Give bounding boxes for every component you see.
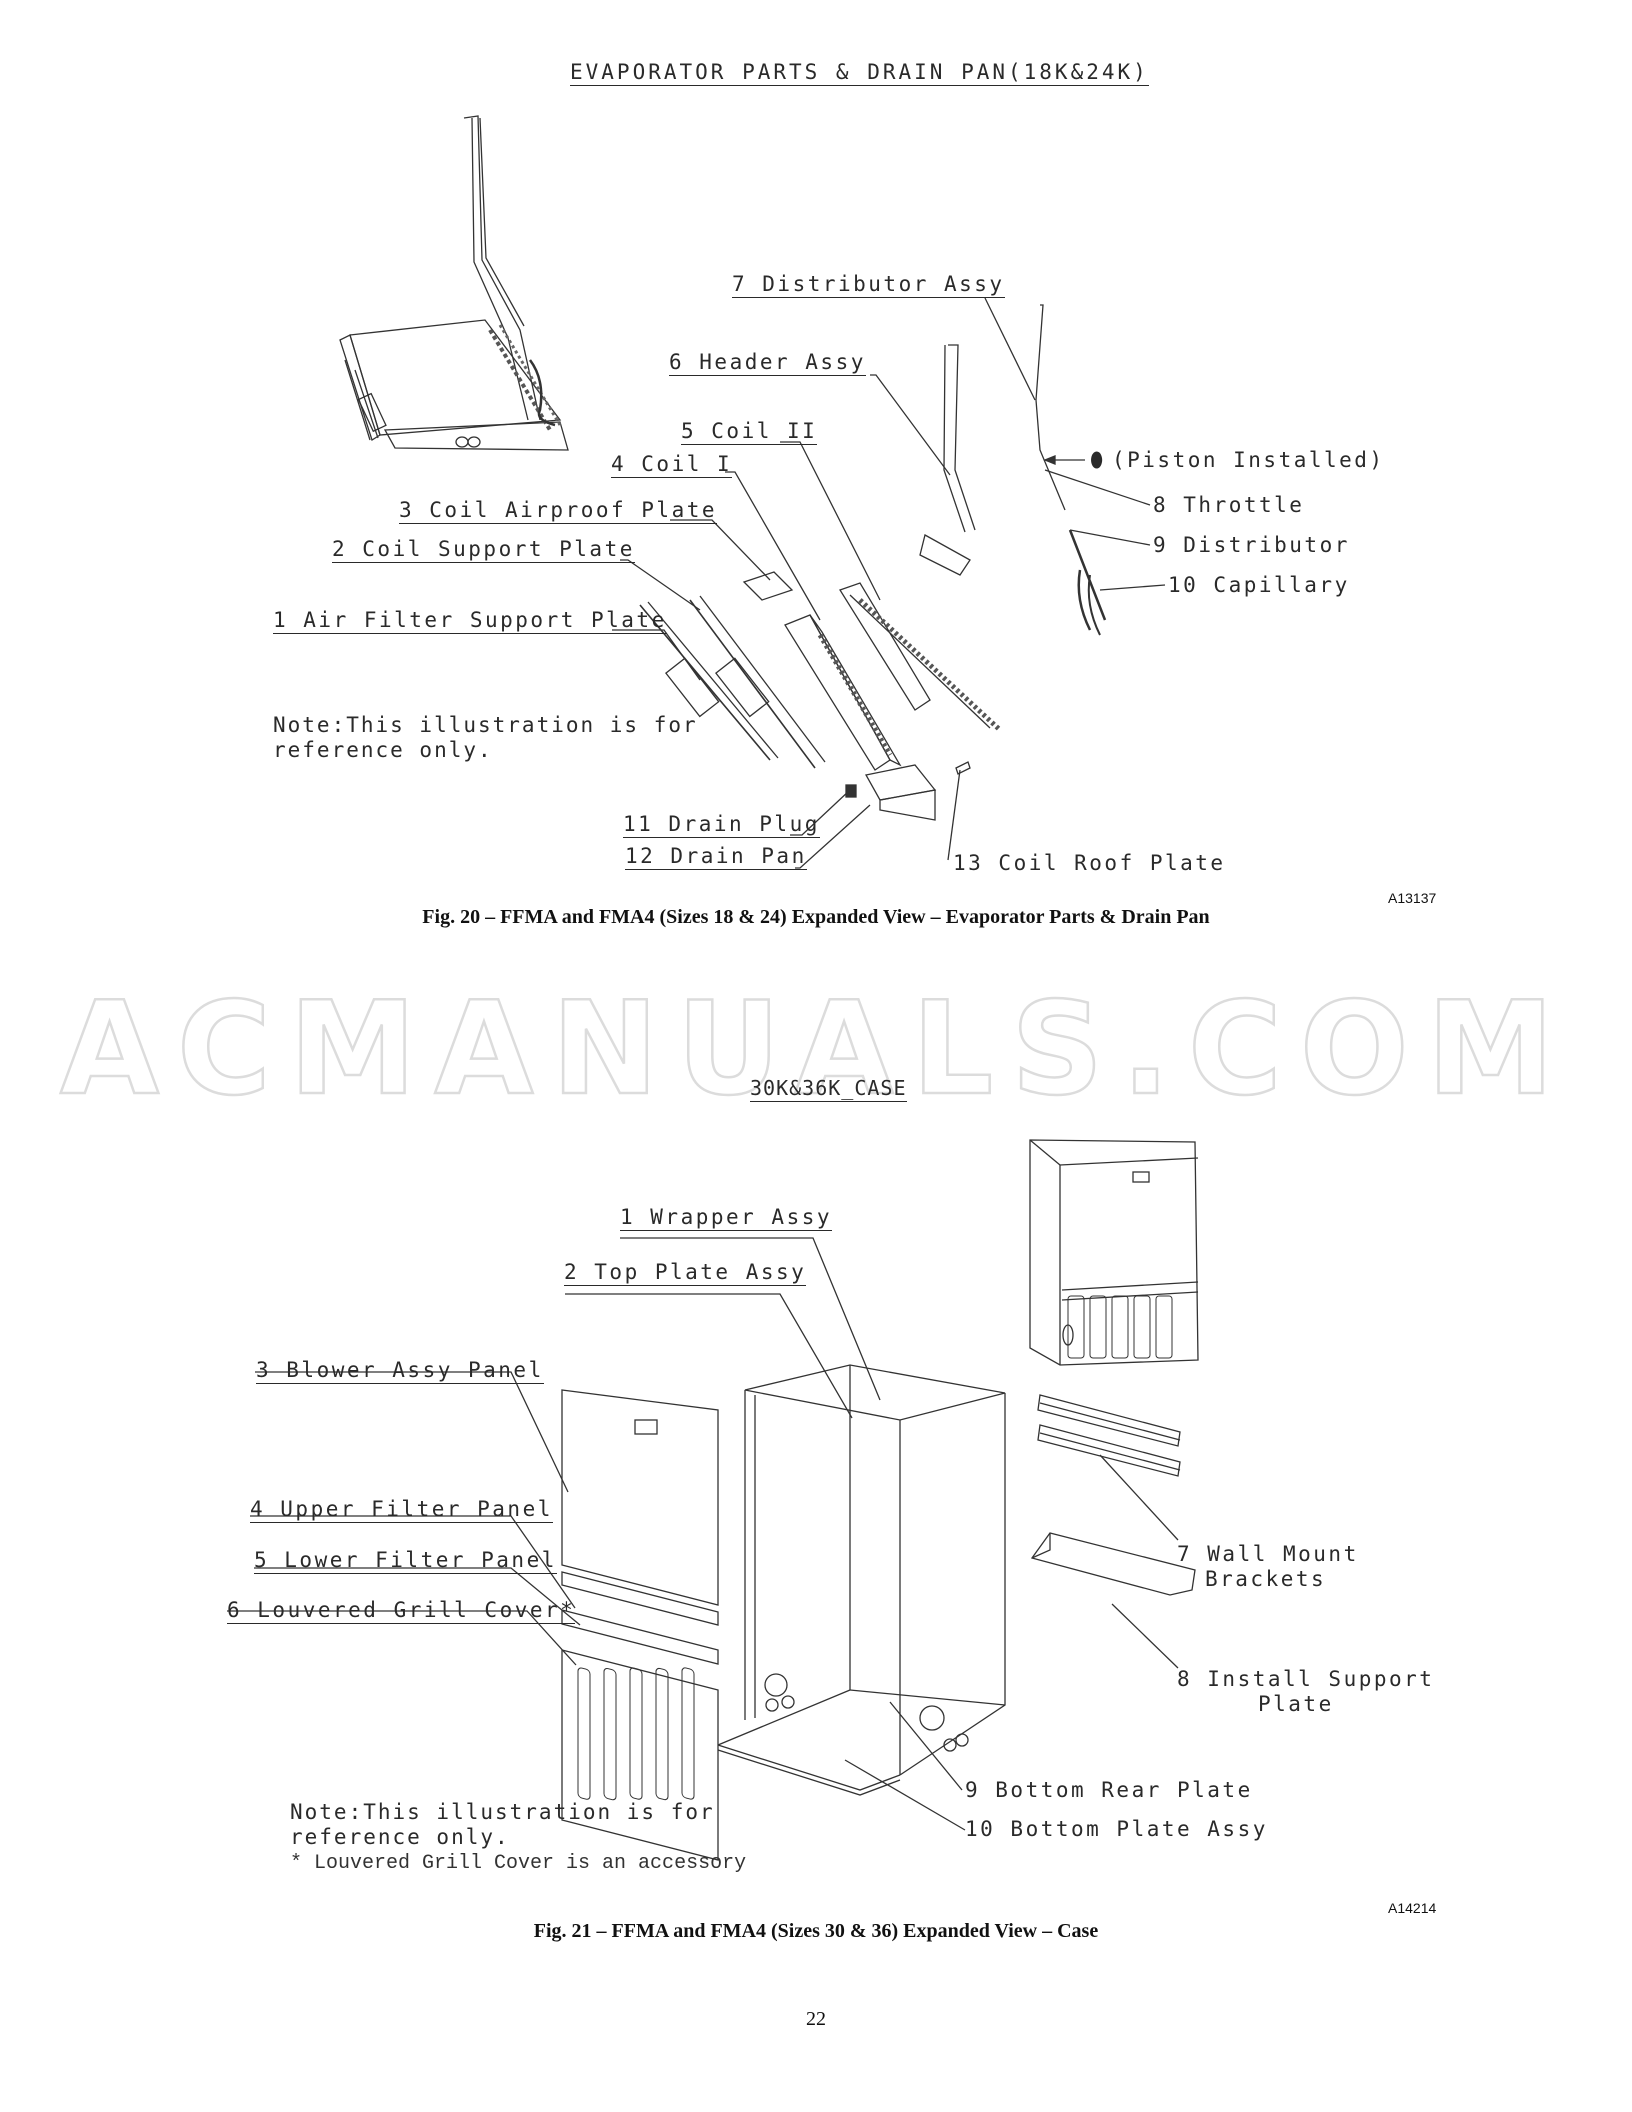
fig21-part-label-1: 1 Wrapper Assy [620, 1205, 833, 1231]
fig20-exploded-drawing [339, 115, 1166, 869]
fig21-part-label-8: 8 Install Support [1177, 1667, 1435, 1691]
fig20-part-label-9: 9 Distributor [1153, 533, 1350, 557]
wrapper-box [717, 1364, 1006, 1796]
fig20-part-label-7: 7 Distributor Assy [732, 272, 1005, 298]
fig20-part-label-8: 8 Throttle [1153, 493, 1305, 517]
fig20-note-line2: reference only. [273, 738, 493, 762]
fig20-drawing-title: EVAPORATOR PARTS & DRAIN PAN(18K&24K) [570, 60, 1149, 86]
fig21-part-label-8-line2: Plate [1258, 1692, 1334, 1716]
fig20-note-line1: Note:This illustration is for [273, 713, 698, 737]
fig21-part-label-3: 3 Blower Assy Panel [256, 1358, 544, 1384]
fig21-part-label-5: 5 Lower Filter Panel [254, 1548, 557, 1574]
fig20-part-label-11: 11 Drain Plug [623, 812, 820, 838]
fig20-part-label-6: 6 Header Assy [669, 350, 866, 376]
fig20-part-label-2: 2 Coil Support Plate [332, 537, 635, 563]
fig20-part-label-12: 12 Drain Pan [625, 844, 807, 870]
fig21-accessory-note: * Louvered Grill Cover is an accessory [290, 1852, 747, 1875]
assembled-unit-illustration [1029, 1139, 1199, 1366]
fig21-part-label-10: 10 Bottom Plate Assy [965, 1817, 1268, 1841]
fig21-part-label-4: 4 Upper Filter Panel [250, 1497, 553, 1523]
fig20-figure-id: A13137 [1388, 890, 1437, 906]
fig21-note-line1: Note:This illustration is for [290, 1800, 715, 1824]
watermark: ACMANUALS.COM [59, 974, 1573, 1126]
fig21-note-line2: reference only. [290, 1825, 510, 1849]
fig20-piston-note: (Piston Installed) [1112, 448, 1385, 472]
fig21-part-label-2: 2 Top Plate Assy [564, 1260, 807, 1286]
fig21-part-label-6: 6 Louvered Grill Cover* [227, 1598, 576, 1624]
fig20-part-label-13: 13 Coil Roof Plate [953, 851, 1226, 875]
assembled-coil-illustration [339, 115, 569, 451]
page-number: 22 [806, 2008, 826, 2030]
fig20-note: Note:This illustration is for reference … [273, 713, 698, 763]
fig20-part-label-3: 3 Coil Airproof Plate [399, 498, 718, 524]
fig20-part-label-4: 4 Coil I [611, 452, 733, 478]
fig20-part-label-10: 10 Capillary [1168, 573, 1350, 597]
fig21-figure-id: A14214 [1388, 1900, 1437, 1916]
fig20-part-label-5: 5 Coil II [681, 419, 818, 445]
fig21-part-label-7-line2: Brackets [1205, 1567, 1327, 1591]
fig21-caption: Fig. 21 – FFMA and FMA4 (Sizes 30 & 36) … [533, 1920, 1099, 1942]
fig21-part-label-9: 9 Bottom Rear Plate [965, 1778, 1253, 1802]
fig21-drawing-title: 30K&36K_CASE [750, 1076, 907, 1102]
fig20-part-label-1: 1 Air Filter Support Plate [273, 608, 667, 634]
fig21-part-label-7: 7 Wall Mount [1177, 1542, 1359, 1566]
fig20-caption: Fig. 20 – FFMA and FMA4 (Sizes 18 & 24) … [422, 906, 1210, 928]
fig21-note: Note:This illustration is for reference … [290, 1800, 715, 1850]
piston-icon: ⬮ [1090, 448, 1106, 472]
